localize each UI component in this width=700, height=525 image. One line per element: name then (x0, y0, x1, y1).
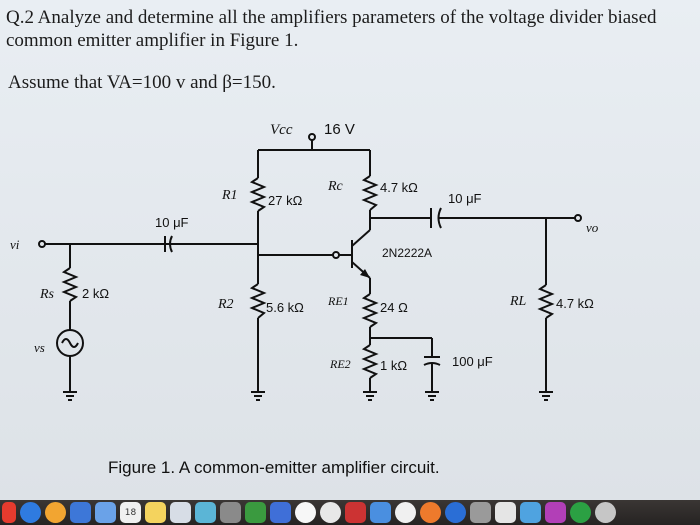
circuit-diagram: Vcc 16 V R1 27 kΩ Rc 4.7 kΩ 10 μF 10 μF … (10, 121, 599, 401)
r1-label: R1 (221, 188, 238, 203)
document-page: Q.2 Analyze and determine all the amplif… (0, 0, 700, 500)
cin-plate-b (169, 235, 173, 253)
rl-value: 4.7 kΩ (556, 296, 594, 311)
vi-terminal (38, 240, 46, 248)
finder2-icon[interactable] (195, 502, 216, 523)
vcc-terminal (308, 133, 316, 141)
textedit-icon[interactable] (170, 502, 191, 523)
rc-resistor (361, 175, 379, 211)
cout-plate-b (437, 207, 442, 229)
r2-resistor (249, 283, 267, 319)
dock-bar: 18 (0, 500, 700, 525)
rs-label: Rs (39, 287, 55, 302)
rc-label: Rc (327, 179, 344, 194)
facetime-icon[interactable] (545, 502, 566, 523)
photo-booth-icon[interactable] (220, 502, 241, 523)
settings-icon[interactable] (470, 502, 491, 523)
re2-resistor (361, 344, 379, 379)
r1-resistor (249, 177, 267, 212)
assumption-text: Assume that VA=100 v and β=150. (8, 72, 276, 93)
vo-label: vo (586, 220, 599, 235)
launch-icon[interactable] (345, 502, 366, 523)
vcc-value: 16 V (324, 121, 355, 138)
re2-label: RE2 (329, 357, 351, 371)
rl-label: RL (509, 294, 527, 309)
rs-resistor (61, 267, 79, 302)
launchpad-icon[interactable] (595, 502, 616, 523)
calendar-icon[interactable]: 18 (120, 502, 141, 523)
ground-rl (539, 391, 553, 401)
keynote-icon[interactable] (270, 502, 291, 523)
re1-label: RE1 (327, 294, 349, 308)
messages-icon[interactable] (570, 502, 591, 523)
r2-value: 5.6 kΩ (266, 300, 304, 315)
appstore-icon[interactable] (445, 502, 466, 523)
re1-resistor (361, 293, 379, 328)
safari-icon[interactable] (45, 502, 66, 523)
re1-value: 24 Ω (380, 300, 408, 315)
ground-vs (63, 391, 77, 401)
r1-value: 27 kΩ (268, 193, 303, 208)
base-node (332, 251, 340, 259)
cin-value: 10 μF (155, 215, 189, 230)
finder-icon[interactable] (2, 502, 16, 523)
preview-icon[interactable] (95, 502, 116, 523)
ground-ce (425, 391, 439, 401)
maps-icon[interactable] (70, 502, 91, 523)
calendar-day: 18 (124, 507, 137, 518)
vi-label: vi (10, 237, 20, 252)
rs-value: 2 kΩ (82, 286, 109, 301)
music-icon[interactable] (395, 502, 416, 523)
notes-icon[interactable] (145, 502, 166, 523)
figure-caption: Figure 1. A common-emitter amplifier cir… (108, 458, 440, 477)
rl-resistor (537, 284, 555, 319)
ground-r2 (251, 391, 265, 401)
ground-re2 (363, 391, 377, 401)
emitter-arrow (360, 269, 370, 278)
twitter-icon[interactable] (520, 502, 541, 523)
ce-value: 100 μF (452, 354, 493, 369)
chrome-icon[interactable] (20, 502, 41, 523)
numbers-icon[interactable] (245, 502, 266, 523)
transistor-label: 2N2222A (382, 246, 432, 260)
vs-label: vs (34, 340, 45, 355)
rc-value: 4.7 kΩ (380, 180, 418, 195)
question-text: Q.2 Analyze and determine all the amplif… (6, 7, 657, 51)
collector-lead (351, 229, 371, 247)
system-icon[interactable] (320, 502, 341, 523)
vo-terminal (574, 214, 582, 222)
photos-icon[interactable] (295, 502, 316, 523)
mail-icon[interactable] (370, 502, 391, 523)
cout-value: 10 μF (448, 191, 482, 206)
firefox-icon[interactable] (420, 502, 441, 523)
pages-icon[interactable] (495, 502, 516, 523)
r2-label: R2 (217, 297, 234, 312)
vcc-label: Vcc (270, 122, 293, 138)
re2-value: 1 kΩ (380, 358, 407, 373)
